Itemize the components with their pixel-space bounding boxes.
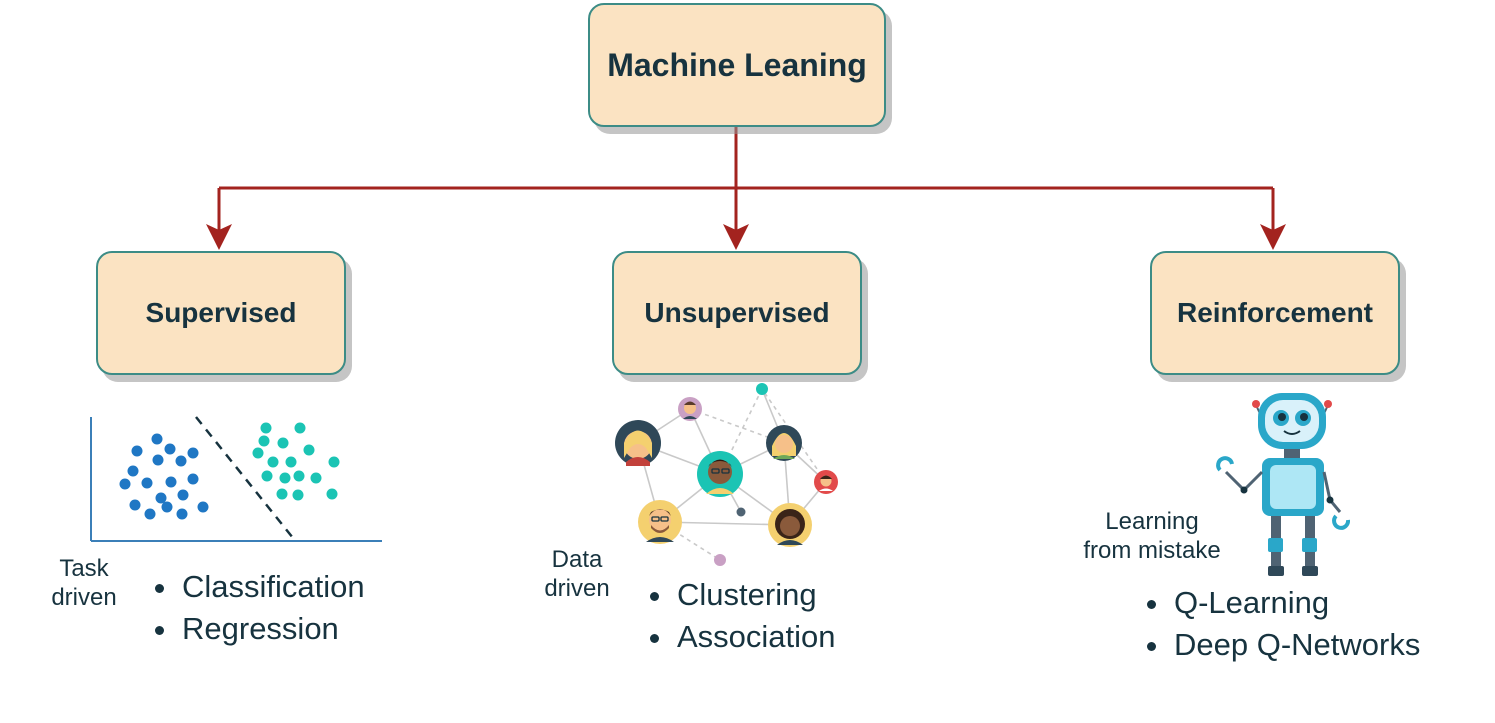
unsupervised-label: Unsupervised	[644, 297, 830, 328]
unsupervised-caption-line1: Data	[551, 546, 603, 573]
supervised-list: Classification Regression	[150, 566, 365, 650]
arrowhead-reinforcement	[1260, 224, 1286, 250]
reinforcement-caption: Learning from mistake	[1062, 507, 1242, 565]
arrowhead-unsupervised	[723, 224, 749, 250]
list-item: Regression	[180, 608, 365, 650]
list-item: Association	[675, 616, 836, 658]
reinforcement-node: Reinforcement	[1150, 251, 1400, 375]
supervised-caption: Task driven	[40, 554, 128, 612]
unsupervised-caption: Data driven	[533, 545, 621, 603]
list-item: Q-Learning	[1172, 582, 1420, 624]
class-b-points	[252, 422, 340, 501]
unsupervised-list: Clustering Association	[645, 574, 836, 658]
reinforcement-label: Reinforcement	[1176, 297, 1374, 328]
reinforcement-caption-line2: from mistake	[1083, 537, 1221, 564]
unsupervised-node: Unsupervised	[612, 251, 862, 375]
unsupervised-caption-line2: driven	[544, 575, 610, 602]
arrowhead-supervised	[206, 224, 232, 250]
supervised-label: Supervised	[145, 297, 297, 328]
root-label: Machine Leaning	[607, 46, 867, 83]
reinforcement-list: Q-Learning Deep Q-Networks	[1142, 582, 1420, 666]
supervised-node: Supervised	[96, 251, 346, 375]
list-item: Deep Q-Networks	[1172, 624, 1420, 666]
class-a-points	[119, 433, 209, 520]
list-item: Clustering	[675, 574, 836, 616]
reinforcement-caption-line1: Learning	[1105, 508, 1199, 535]
list-item: Classification	[180, 566, 365, 608]
supervised-caption-line1: Task	[59, 555, 109, 582]
supervised-caption-line2: driven	[51, 584, 117, 611]
root-node: Machine Leaning	[588, 3, 886, 127]
